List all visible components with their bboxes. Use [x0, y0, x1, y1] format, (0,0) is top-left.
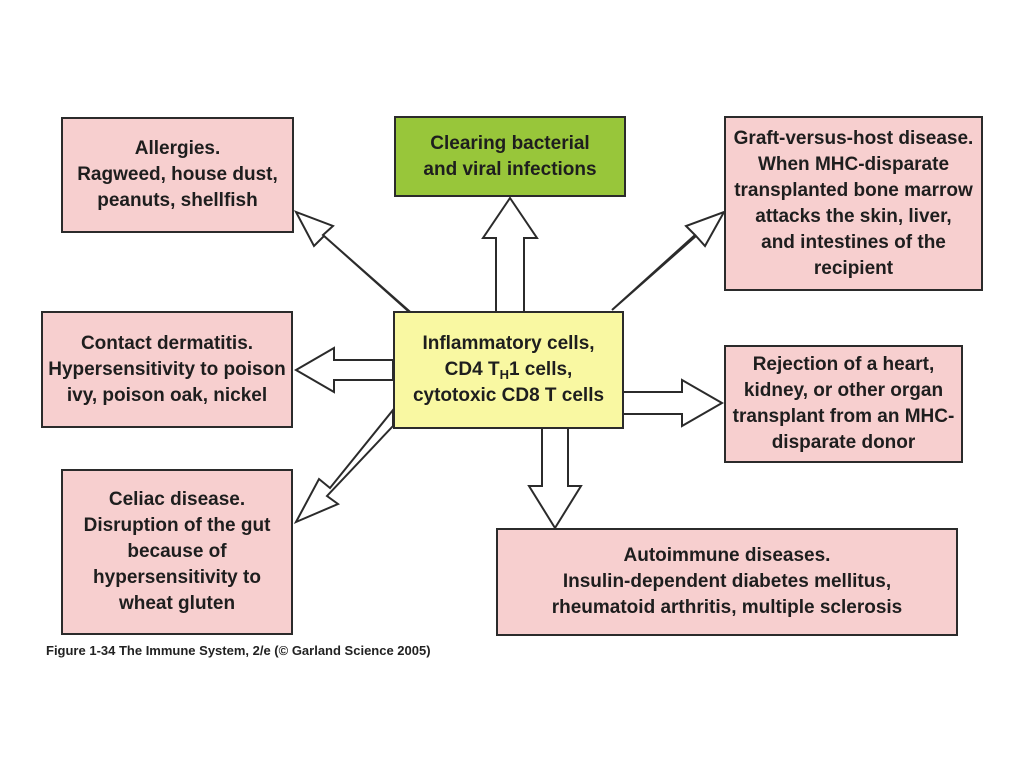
contact-line-3: ivy, poison oak, nickel	[66, 384, 268, 406]
inflammatory-cells-box: Inflammatory cells, CD4 TH1 cells, cytot…	[393, 311, 624, 429]
contact-dermatitis-box: Contact dermatitis. Hypersensitivity to …	[41, 311, 293, 428]
allergies-line-1: Allergies.	[134, 138, 221, 159]
rejection-box: Rejection of a heart, kidney, or other o…	[724, 345, 963, 463]
center-line-2-prefix: CD4 T	[444, 359, 500, 380]
clearing-line-2: and viral infections	[423, 158, 597, 180]
allergies-line-3: peanuts, shellfish	[97, 190, 258, 211]
graft-line-5: and intestines of the	[761, 231, 946, 253]
celiac-disease-box: Celiac disease. Disruption of the gut be…	[61, 469, 293, 635]
autoimmune-line-1: Autoimmune diseases.	[623, 545, 831, 566]
autoimmune-line-3: rheumatoid arthritis, multiple sclerosis	[551, 597, 903, 618]
celiac-line-5: wheat gluten	[118, 593, 236, 614]
contact-line-1: Contact dermatitis.	[80, 332, 254, 354]
celiac-line-3: because of	[127, 541, 227, 562]
graft-line-6: recipient	[813, 257, 894, 279]
clearing-line-1: Clearing bacterial	[430, 132, 590, 154]
arrow-to-clearing	[481, 196, 539, 313]
arrow-to-contact	[294, 346, 394, 394]
figure-caption: Figure 1-34 The Immune System, 2/e (© Ga…	[46, 643, 431, 658]
graft-line-4: attacks the skin, liver,	[755, 205, 952, 227]
celiac-line-1: Celiac disease.	[108, 489, 246, 510]
center-line-2-suffix: 1 cells,	[508, 359, 573, 380]
center-line-3: cytotoxic CD8 T cells	[412, 385, 605, 406]
contact-line-2: Hypersensitivity to poison	[48, 358, 286, 380]
autoimmune-diseases-box: Autoimmune diseases. Insulin-dependent d…	[496, 528, 958, 636]
allergies-box: Allergies. Ragweed, house dust, peanuts,…	[61, 117, 294, 233]
graft-line-1: Graft-versus-host disease.	[733, 127, 974, 149]
center-line-1: Inflammatory cells,	[422, 333, 595, 354]
arrow-to-autoimmune	[527, 427, 583, 530]
arrow-to-graft	[611, 210, 727, 311]
center-line-2-subscript: H	[499, 367, 509, 382]
rejection-line-2: kidney, or other organ	[743, 380, 944, 401]
allergies-line-2: Ragweed, house dust,	[77, 164, 278, 185]
graft-line-2: When MHC-disparate	[757, 153, 950, 175]
rejection-line-3: transplant from an MHC-	[732, 406, 955, 427]
graft-line-3: transplanted bone marrow	[734, 179, 973, 201]
rejection-line-1: Rejection of a heart,	[752, 354, 935, 375]
rejection-line-4: disparate donor	[771, 432, 916, 453]
autoimmune-line-2: Insulin-dependent diabetes mellitus,	[562, 571, 892, 592]
center-line-2: CD4 TH1 cells,	[445, 357, 573, 383]
graft-versus-host-box: Graft-versus-host disease. When MHC-disp…	[724, 116, 983, 291]
celiac-line-4: hypersensitivity to	[93, 567, 261, 588]
celiac-line-2: Disruption of the gut	[83, 515, 271, 536]
arrow-to-rejection	[622, 378, 725, 428]
arrow-to-celiac	[293, 407, 394, 525]
clearing-infections-box: Clearing bacterial and viral infections	[394, 116, 626, 197]
arrow-to-allergies	[293, 210, 411, 311]
